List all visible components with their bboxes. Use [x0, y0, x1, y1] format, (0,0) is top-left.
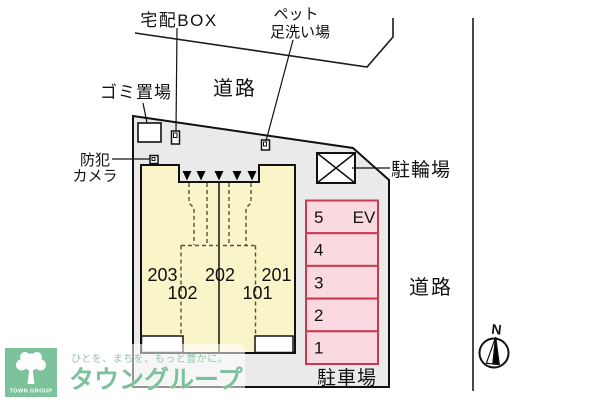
road-edge-top [134, 18, 394, 68]
building-outline [140, 164, 296, 354]
road-label-right: 道路 [409, 276, 453, 299]
ev-label: EV [353, 208, 376, 227]
unit-number-102: 102 [167, 283, 197, 303]
garbage-label: ゴミ置場 [100, 82, 172, 102]
unit-number-101: 101 [242, 283, 272, 303]
parking-stall [305, 264, 379, 300]
brand-company-name: タウングループ [69, 366, 244, 394]
tree-icon [16, 352, 46, 384]
pet-wash-label-line2: 足洗い場 [270, 24, 330, 41]
parking-stall [305, 330, 379, 365]
parking-stalls [305, 199, 379, 365]
bicycle-parking-box [316, 152, 356, 184]
compass-north-label: N [491, 321, 503, 338]
unit-number-201: 201 [261, 265, 291, 285]
watermark-band [62, 344, 245, 398]
brand-tagline: ひとを、まちを、もっと豊かに。 [71, 352, 228, 365]
stall-number: 2 [314, 306, 323, 325]
parking-stall [305, 297, 379, 333]
building-bottom-right-notch [254, 335, 294, 354]
stall-number: 4 [314, 241, 323, 260]
security-camera-icon [149, 154, 159, 165]
stall-number: 1 [314, 339, 323, 358]
pet-wash-icon [260, 139, 271, 151]
unit-number-203: 203 [147, 265, 177, 285]
road-label-top: 道路 [213, 77, 257, 100]
parking-stall [305, 232, 379, 267]
garbage-area-box [137, 122, 162, 143]
car-parking-label: 駐車場 [317, 367, 377, 389]
unit-dashed-dividers [180, 183, 257, 336]
logo-square-text: TOWN GROUP [9, 389, 52, 395]
security-camera-label-line1: 防犯 [80, 152, 110, 169]
compass-needle-east [492, 337, 501, 366]
pet-wash-label-line1: ペット [273, 6, 318, 23]
security-camera-label-line2: カメラ [72, 168, 117, 185]
entrance-arrow-icons [182, 171, 257, 181]
stall-number: 3 [314, 273, 323, 292]
delivery-box-icon [170, 130, 181, 145]
town-group-logo: TOWN GROUP ひとを、まちを、もっと豊かに。 タウングループ [5, 348, 244, 397]
stall-number: 5 [314, 208, 323, 227]
compass: N [478, 321, 510, 369]
leader-lines [112, 27, 390, 169]
unit-number-202: 202 [205, 265, 235, 285]
delivery-box-label: 宅配BOX [140, 11, 217, 30]
parking-stall [305, 199, 379, 235]
bicycle-parking-label: 駐輪場 [391, 159, 451, 181]
